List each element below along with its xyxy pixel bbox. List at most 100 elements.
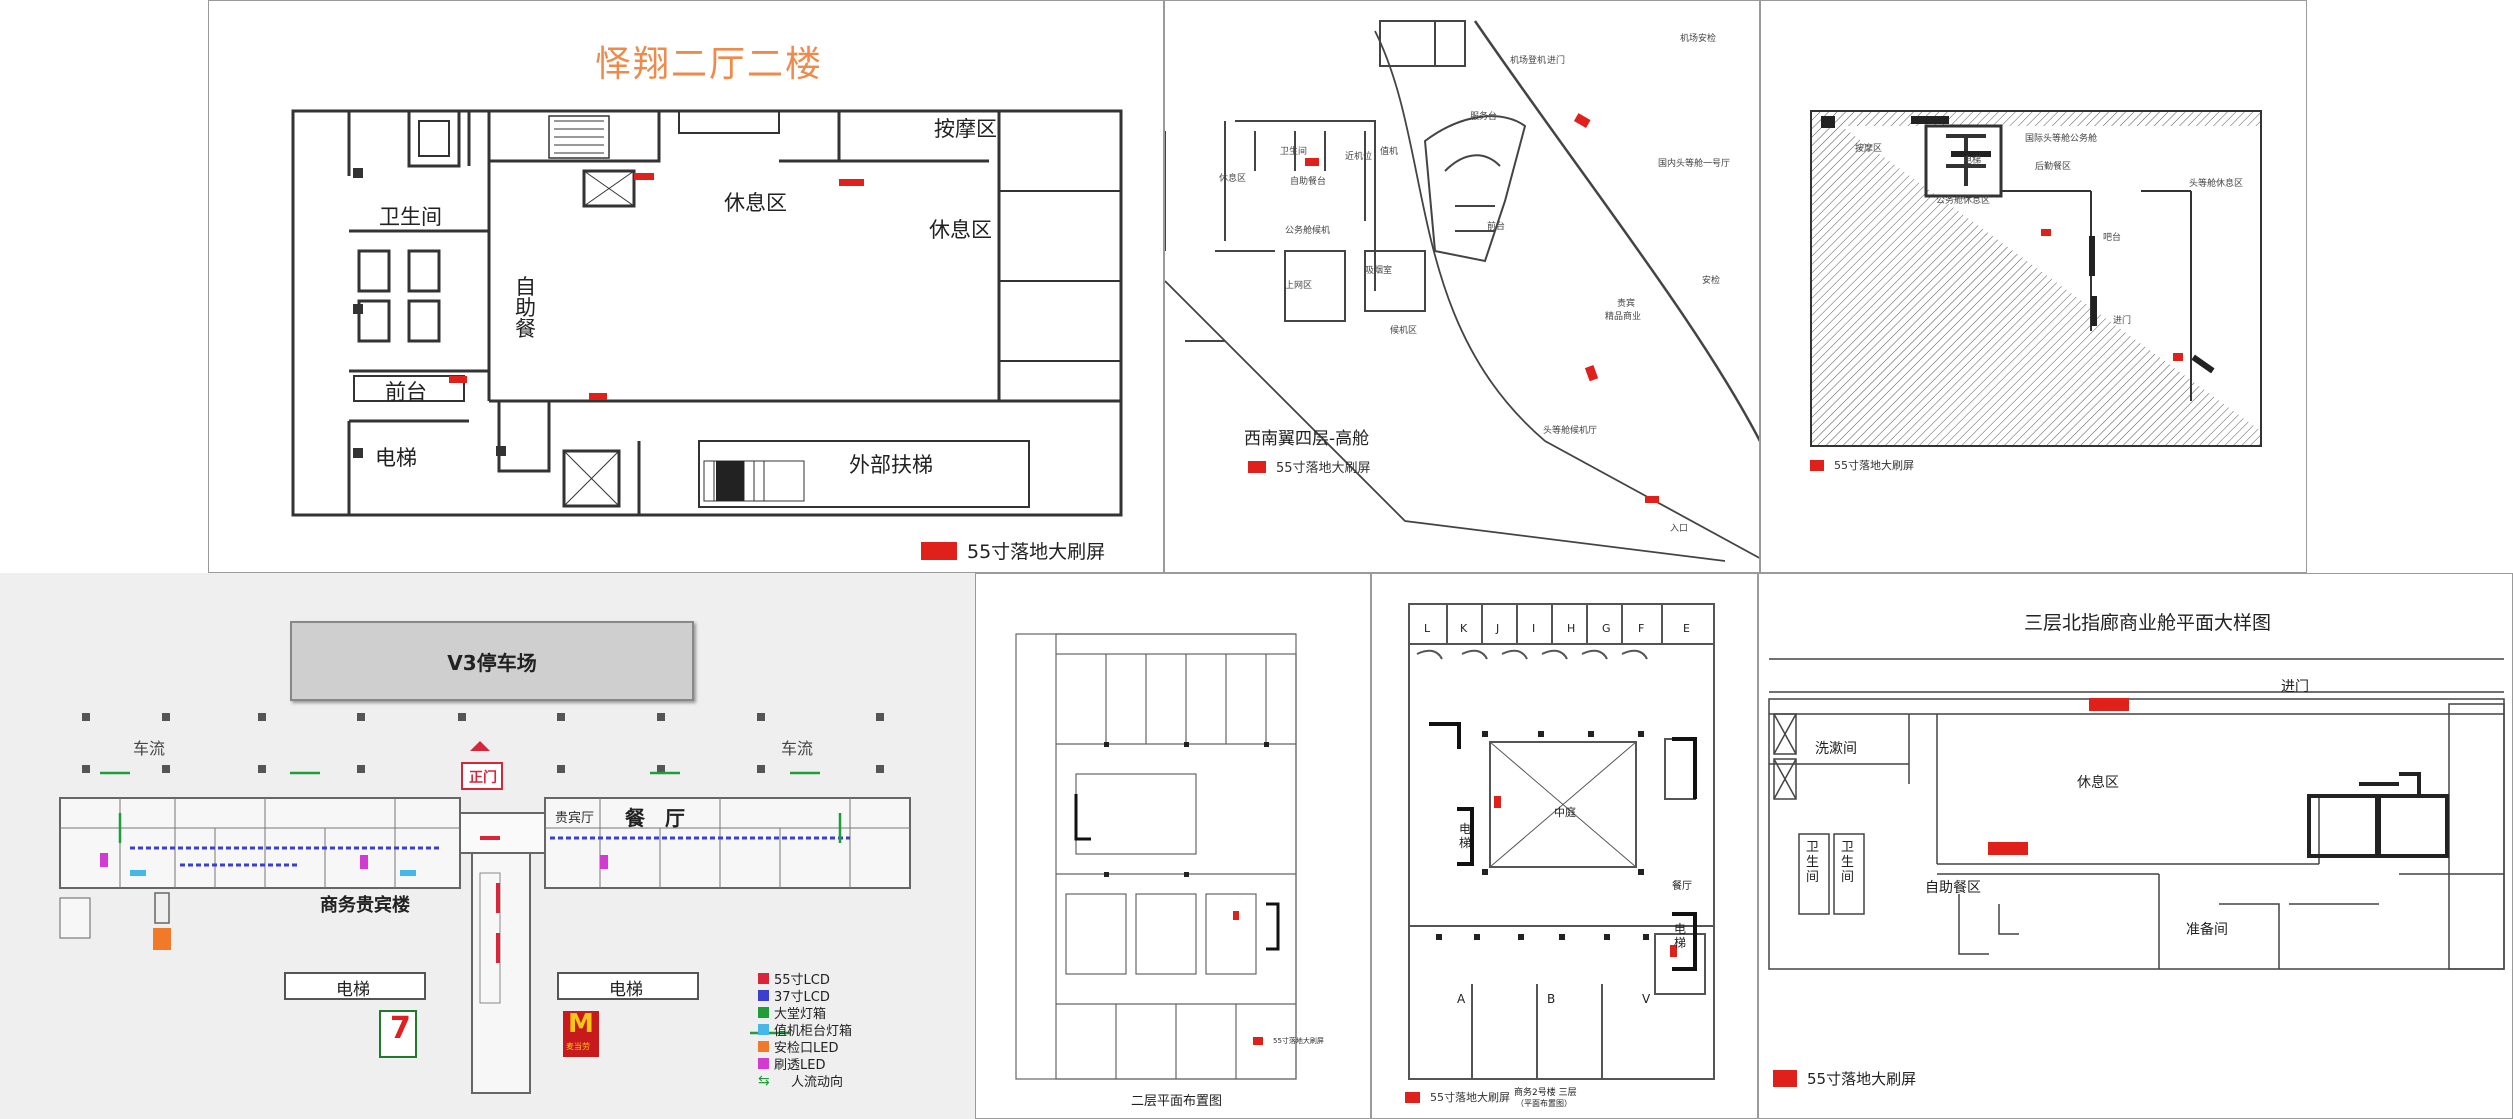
building-label: 商务贵宾楼 [320,895,410,916]
legend-label: 安检口LED [774,1041,839,1056]
floorplan-panel-second-floor: 55寸落地大刷屏 二层平面布置图 [975,573,1371,1119]
floorplan-walls [1165,20,1759,562]
legend-label: 37寸LCD [774,990,830,1005]
tiny-label: 进门 [1547,56,1566,66]
store-711-logo: 7 [390,1011,411,1046]
floorplan-walls [1768,658,2505,970]
tiny-label: 按摩区 [1855,144,1883,154]
legend-swatch [1248,460,1266,473]
legend: 55寸落地大刷屏 [1405,1089,1510,1105]
wash-label: 洗漱间 [1815,741,1857,757]
tiny-label: 进门 [2113,316,2132,326]
legend-swatch [1773,1070,1797,1087]
legend-item: 安检口LED [758,1038,852,1056]
legend-item: 37寸LCD [758,987,852,1005]
legend: 55寸LCD 37寸LCD 大堂灯箱 值机柜台灯箱 安检口LED 刷透LED ⇆… [758,970,852,1090]
label-front-desk: 前台 [385,380,427,404]
tiny-label: 贵宾 [1617,299,1636,309]
label-buffet: 自 助 餐 [515,275,536,341]
tiny-label: 安检 [1702,276,1721,286]
elevator-right-label: 电梯 [609,980,643,1000]
restroom-label-1: 卫 生 间 [1806,840,1820,885]
elevator-left-label: 电梯 [336,980,370,1000]
floorplan-panel-yixiang: 怿翔二厅二楼 按摩区 卫生间 休息区 休息区 自 助 餐 前台 电梯 外部扶梯 … [208,0,1164,573]
parking-block: V3停车场 [290,621,694,701]
area-label-v: V [1642,992,1651,1006]
tiny-label: 候机区 [1390,326,1418,336]
legend-label: 55寸落地大刷屏 [1273,1037,1324,1045]
store-mcd-logo: M [568,1009,594,1039]
restaurant-label: 餐厅 [1672,881,1692,892]
legend-swatch [758,1007,769,1018]
legend-swatch [1405,1091,1420,1103]
area-label-a: A [1457,992,1466,1006]
main-gate-label: 正门 [469,770,497,786]
tiny-label: 电梯 [1963,156,1982,166]
column-label-h: H [1567,622,1576,635]
legend-item: 值机柜台灯箱 [758,1021,852,1039]
restaurant-label: 餐 厅 [625,806,685,830]
tiny-label: 近机位 [1345,152,1373,162]
plan-title: 怿翔二厅二楼 [595,44,824,85]
tiny-label: 机场登机 [1510,56,1547,66]
legend-swatch [758,1024,769,1035]
tiny-label: 国际头等舱公务舱 [2025,134,2098,144]
restroom-label-2: 卫 生 间 [1841,840,1855,885]
tiny-label: 值机 [1380,147,1399,157]
parking-label: V3停车场 [447,650,537,675]
floorplan-walls [291,109,1123,517]
floorplan-walls [1810,110,2262,447]
tiny-label: 服务台 [1470,112,1498,122]
legend: 55寸落地大刷屏 [1248,457,1371,476]
label-massage: 按摩区 [934,117,997,141]
area-label-b: B [1547,992,1556,1006]
tiny-label: 后勤餐区 [2035,162,2072,172]
column-label-g: G [1602,622,1611,635]
legend-label: 大堂灯箱 [774,1007,827,1022]
tiny-label: 前台 [1487,222,1506,232]
dining-label: 贵宾厅 [555,811,595,826]
legend-swatch [1253,1037,1263,1045]
elevator-label-left: 电 梯 [1459,822,1472,850]
tiny-label: 精品商业 [1605,312,1642,322]
tiny-label: 休息区 [1219,174,1247,184]
label-escalator: 外部扶梯 [849,453,933,477]
floorplan-walls [1408,603,1715,1080]
column-label-j: J [1496,622,1500,635]
tiny-label: 上网区 [1285,281,1313,291]
column-label-l: L [1424,622,1431,635]
floorplan-panel-international: 按摩区 电梯 国际头等舱公务舱 后勤餐区 头等舱休息区 公务舱休息区 吧台 进门… [1760,0,2307,573]
floorplan-panel-southwest: 休息区 自助餐台 服务台 值机 近机位 公务舱候机 卫生间 上网区 前台 吸烟室… [1164,0,1760,573]
plan-caption: 二层平面布置图 [1131,1094,1223,1109]
center-label: 中庭 [1554,806,1576,819]
tiny-label: 自助餐台 [1290,177,1327,187]
buffet-label: 自助餐区 [1925,880,1981,896]
label-elevator: 电梯 [375,446,417,470]
plan-subcaption: （平面布置图） [1516,1099,1572,1108]
screen-markers [449,173,864,400]
tiny-label: 公务舱休息区 [1936,196,1991,206]
legend-label: 人流动向 [791,1075,844,1090]
plan-caption: 商务2号楼 三层 [1514,1088,1577,1098]
legend-swatch [1810,459,1824,471]
tiny-label: 公务舱候机 [1285,226,1331,236]
tiny-label: 头等舱休息区 [2189,179,2244,189]
legend: 55寸落地大刷屏 [1773,1068,1916,1089]
legend-item: 55寸LCD [758,970,852,988]
column-label-f: F [1638,622,1645,635]
label-lounge-2: 休息区 [929,218,992,242]
legend: 55寸落地大刷屏 [1810,457,1914,473]
tiny-label: 入口 [1670,524,1689,534]
building-plan [59,713,911,1094]
label-lounge-1: 休息区 [724,191,787,215]
prep-room-label: 准备间 [2186,922,2228,938]
legend-swatch [758,1041,769,1052]
column-label-k: K [1460,622,1468,635]
legend-item: 刷透LED [758,1055,852,1073]
store-mcd-text: 麦当劳 [566,1042,590,1051]
tiny-label: 卫生间 [1280,147,1308,157]
tiny-label: 吸烟室 [1365,266,1393,276]
legend-label: 55寸落地大刷屏 [1276,461,1371,476]
tiny-label: 头等舱候机厅 [1543,426,1598,436]
legend-label: 刷透LED [774,1058,826,1073]
